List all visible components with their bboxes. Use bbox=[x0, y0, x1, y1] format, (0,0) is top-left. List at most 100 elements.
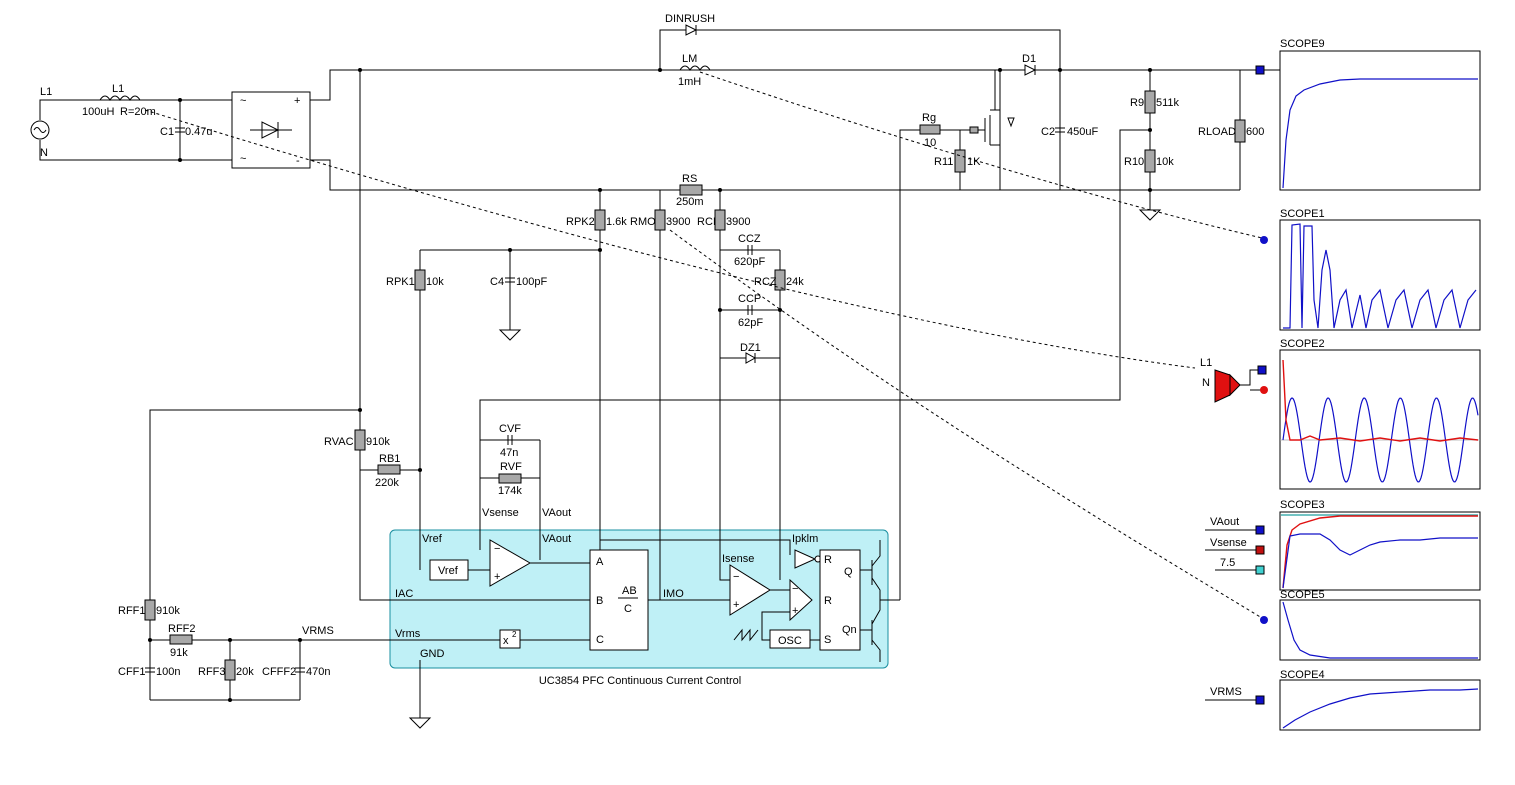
scope9-port bbox=[1255, 65, 1265, 75]
scope2[interactable]: SCOPE2 L1 N bbox=[1200, 338, 1481, 490]
scope4-label-vrms: VRMS bbox=[1210, 686, 1242, 698]
label-ccp-value: 62pF bbox=[738, 317, 763, 329]
resistor-rff3[interactable]: RFF3 20k bbox=[198, 659, 254, 681]
scope5-port bbox=[1260, 616, 1268, 624]
scope1[interactable]: SCOPE1 bbox=[1260, 208, 1481, 331]
osc-block bbox=[769, 629, 811, 649]
scope5[interactable]: SCOPE5 bbox=[1260, 589, 1481, 661]
pin-vaout-ext: VAout bbox=[542, 507, 571, 519]
label-c4: C4 bbox=[490, 276, 504, 288]
zener-dz1[interactable]: DZ1 bbox=[740, 342, 761, 364]
label-rb1: RB1 bbox=[379, 453, 400, 465]
svg-text:Vref: Vref bbox=[438, 565, 459, 577]
label-rmo-value: 3900 bbox=[666, 216, 690, 228]
label-r10-value: 10k bbox=[1156, 156, 1174, 168]
net-label-vrms: VRMS bbox=[302, 625, 334, 637]
resistor-rcz[interactable]: RCZ 24k bbox=[754, 269, 804, 291]
svg-text:~: ~ bbox=[240, 95, 246, 107]
label-dinrush: DINRUSH bbox=[665, 13, 715, 25]
diode-d1[interactable]: D1 bbox=[1022, 53, 1037, 76]
resistor-rmo[interactable]: RMO 3900 bbox=[630, 209, 690, 231]
probe-label-l1: L1 bbox=[1200, 357, 1212, 369]
label-rpk2: RPK2 bbox=[566, 216, 595, 228]
scope3-title: SCOPE3 bbox=[1280, 499, 1325, 511]
label-c2-value: 450uF bbox=[1067, 126, 1098, 138]
pwm-comparator bbox=[789, 578, 813, 622]
label-l1-resistance: R=20m bbox=[120, 106, 156, 118]
scope5-title: SCOPE5 bbox=[1280, 589, 1325, 601]
scope9-title: SCOPE9 bbox=[1280, 38, 1325, 50]
label-r9-value: 511k bbox=[1156, 97, 1180, 109]
ramp-icon bbox=[733, 628, 759, 642]
scope3-label-const: 7.5 bbox=[1220, 557, 1235, 569]
label-c1-value: 0.47u bbox=[185, 126, 213, 138]
scope3-port-vsense bbox=[1255, 545, 1265, 555]
svg-text:R: R bbox=[824, 554, 832, 566]
resistor-rff1[interactable]: RFF1 910k bbox=[118, 599, 180, 621]
resistor-rvf[interactable]: RVF 174k bbox=[498, 461, 522, 497]
resistor-rff2[interactable]: RFF2 91k bbox=[168, 623, 196, 659]
capacitor-c1[interactable]: C1 0.47u bbox=[160, 126, 213, 138]
resistor-rg[interactable]: Rg 10 bbox=[919, 112, 941, 149]
inductor-lm[interactable]: LM 1mH bbox=[678, 53, 711, 88]
svg-text:AB: AB bbox=[622, 585, 637, 597]
label-lm: LM bbox=[682, 53, 697, 65]
capacitor-ccz[interactable]: CCZ 620pF bbox=[734, 233, 765, 268]
svg-text:−: − bbox=[494, 543, 500, 555]
pin-iac: IAC bbox=[395, 588, 413, 600]
label-l1-inductor: L1 bbox=[112, 83, 124, 95]
scope3[interactable]: SCOPE3 VAout Vsense 7.5 bbox=[1205, 499, 1481, 591]
scope4-port bbox=[1255, 695, 1265, 705]
ac-source-l1[interactable]: L1 N bbox=[30, 86, 52, 159]
label-c4-value: 100pF bbox=[516, 276, 547, 288]
resistor-r10[interactable]: R10 10k bbox=[1124, 149, 1174, 173]
capacitor-cfff2[interactable]: CFFF2 470n bbox=[262, 666, 330, 678]
resistor-rs[interactable]: RS 250m bbox=[676, 173, 704, 208]
capacitor-c2[interactable]: C2 450uF bbox=[1041, 126, 1098, 138]
capacitor-cvf[interactable]: CVF 47n bbox=[499, 423, 521, 459]
svg-text:A: A bbox=[596, 556, 604, 568]
svg-text:+: + bbox=[733, 599, 739, 611]
resistor-r9[interactable]: R9 511k bbox=[1130, 90, 1180, 114]
label-rff2: RFF2 bbox=[168, 623, 196, 635]
scope4[interactable]: SCOPE4 VRMS bbox=[1205, 669, 1481, 731]
mosfet[interactable] bbox=[969, 109, 1015, 150]
resistor-rload[interactable]: RLOAD 600 bbox=[1198, 119, 1264, 143]
flip-flop bbox=[819, 549, 861, 651]
label-rff3: RFF3 bbox=[198, 666, 226, 678]
label-rs: RS bbox=[682, 173, 697, 185]
label-l1-source: L1 bbox=[40, 86, 52, 98]
label-cff1: CFF1 bbox=[118, 666, 146, 678]
resistor-rb1[interactable]: RB1 220k bbox=[375, 453, 401, 489]
label-cvf: CVF bbox=[499, 423, 521, 435]
scope9[interactable]: SCOPE9 bbox=[1255, 38, 1481, 191]
resistor-rpk1[interactable]: RPK1 10k bbox=[386, 269, 444, 291]
scope2-port-red bbox=[1260, 386, 1268, 394]
svg-text:+: + bbox=[792, 605, 798, 617]
label-lm-value: 1mH bbox=[678, 76, 701, 88]
capacitor-ccp[interactable]: CCP 62pF bbox=[738, 293, 763, 329]
scope2-title: SCOPE2 bbox=[1280, 338, 1325, 350]
scope1-port bbox=[1260, 236, 1268, 244]
scope2-port-blue bbox=[1257, 365, 1267, 375]
capacitor-cff1[interactable]: CFF1 100n bbox=[118, 666, 180, 678]
resistor-r11[interactable]: R11 1K bbox=[934, 149, 981, 173]
capacitor-c4[interactable]: C4 100pF bbox=[490, 276, 547, 288]
ground-icon bbox=[1138, 209, 1162, 221]
bridge-rectifier[interactable]: ~ ~ + - bbox=[231, 91, 311, 169]
diode-dinrush[interactable]: DINRUSH bbox=[665, 13, 715, 36]
label-rci-value: 3900 bbox=[726, 216, 750, 228]
svg-text:−: − bbox=[733, 571, 739, 583]
label-d1: D1 bbox=[1022, 53, 1036, 65]
scope1-title: SCOPE1 bbox=[1280, 208, 1325, 220]
resistor-rci[interactable]: RCI 3900 bbox=[697, 209, 750, 231]
inductor-l1[interactable]: L1 100uH R=20m bbox=[82, 83, 156, 118]
svg-text:~: ~ bbox=[240, 153, 246, 165]
label-r10: R10 bbox=[1124, 156, 1144, 168]
svg-text:B: B bbox=[596, 595, 603, 607]
scope3-label-vaout: VAout bbox=[1210, 516, 1239, 528]
resistor-rvac[interactable]: RVAC 910k bbox=[324, 429, 390, 451]
label-source-n: N bbox=[40, 147, 48, 159]
resistor-rpk2[interactable]: RPK2 1.6k bbox=[566, 209, 627, 231]
